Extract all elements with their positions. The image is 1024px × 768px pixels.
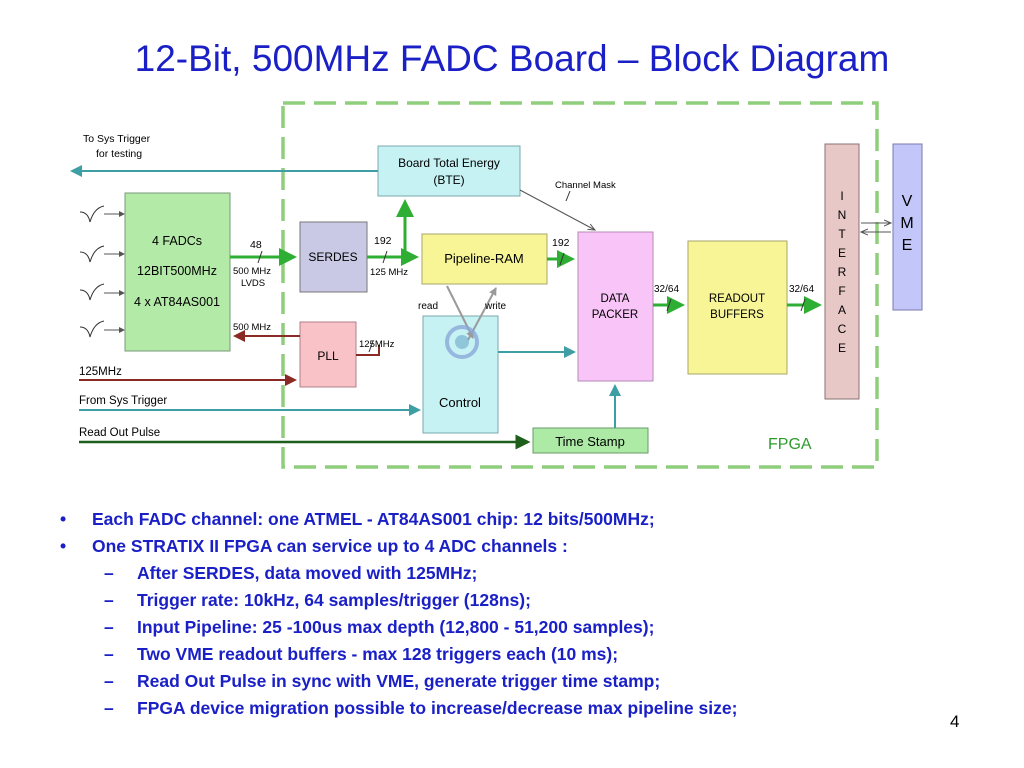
- svg-text:R: R: [838, 265, 847, 279]
- svg-text:F: F: [838, 284, 845, 298]
- svg-text:PACKER: PACKER: [592, 309, 638, 321]
- svg-text:PLL: PLL: [317, 349, 339, 363]
- svg-text:4 x AT84AS001: 4 x AT84AS001: [134, 295, 220, 309]
- sub-bullet-4: Two VME readout buffers - max 128 trigge…: [104, 641, 737, 668]
- svg-text:(BTE): (BTE): [433, 173, 464, 187]
- for-testing-label: for testing: [96, 148, 142, 160]
- block-diagram: FPGA 4 FADCs 12BIT500MHz 4 x AT84AS001 S…: [70, 101, 923, 469]
- vme-block: V M E: [892, 143, 923, 311]
- svg-text:Pipeline-RAM: Pipeline-RAM: [444, 251, 523, 266]
- interface-vme-link: [861, 223, 891, 232]
- sub-bullet-2: Trigger rate: 10kHz, 64 samples/trigger …: [104, 587, 737, 614]
- input-arrowheads: [119, 211, 125, 333]
- svg-text:V: V: [902, 193, 913, 210]
- to-sys-trigger-label: To Sys Trigger: [83, 133, 151, 145]
- svg-text:E: E: [902, 237, 913, 254]
- lvds-label-2: LVDS: [241, 278, 265, 289]
- data-packer-block: DATA PACKER: [577, 231, 654, 382]
- fadcs-block: 4 FADCs 12BIT500MHz 4 x AT84AS001: [124, 192, 231, 352]
- sub-bullet-1: After SERDES, data moved with 125MHz;: [104, 560, 737, 587]
- bus-48-label: 48: [250, 239, 262, 251]
- bus-3264-b-label: 32/64: [789, 284, 814, 295]
- svg-text:Time Stamp: Time Stamp: [555, 434, 625, 449]
- svg-text:E: E: [838, 246, 846, 260]
- from-sys-trigger-label: From Sys Trigger: [79, 395, 167, 407]
- svg-text:Control: Control: [439, 395, 481, 410]
- bullet-list: Each FADC channel: one ATMEL - AT84AS001…: [58, 506, 737, 722]
- page-number: 4: [950, 712, 960, 731]
- svg-text:I: I: [840, 189, 843, 203]
- bus-192-b-label: 192: [552, 237, 570, 249]
- interface-block: I N T E R F A C E: [824, 143, 860, 400]
- channel-mask-arrow: [519, 189, 595, 230]
- bullet-1: Each FADC channel: one ATMEL - AT84AS001…: [58, 506, 737, 533]
- fpga-label: FPGA: [768, 436, 812, 453]
- slide-title: 12-Bit, 500MHz FADC Board – Block Diagra…: [134, 38, 890, 79]
- lvds-label-1: 500 MHz: [233, 266, 271, 277]
- signal-inputs: [79, 205, 124, 338]
- svg-text:BUFFERS: BUFFERS: [710, 309, 764, 321]
- svg-text:E: E: [838, 341, 846, 355]
- readout-buffers-block: READOUT BUFFERS: [687, 240, 788, 375]
- svg-text:12BIT500MHz: 12BIT500MHz: [137, 264, 217, 278]
- svg-text:M: M: [900, 215, 913, 232]
- write-label: write: [484, 301, 507, 312]
- time-stamp-block: Time Stamp: [532, 427, 649, 454]
- svg-text:C: C: [838, 322, 847, 336]
- svg-text:SERDES: SERDES: [308, 250, 357, 264]
- fpga-boundary: [281, 101, 879, 469]
- pll-block: PLL: [299, 321, 357, 388]
- channel-mask-label: Channel Mask: [555, 180, 616, 191]
- read-out-pulse-label: Read Out Pulse: [79, 427, 160, 439]
- teal-arrows: [70, 165, 621, 428]
- bullet-2: One STRATIX II FPGA can service up to 4 …: [58, 533, 737, 560]
- bte-block: Board Total Energy (BTE): [377, 145, 521, 197]
- pipeline-ram-block: Pipeline-RAM: [421, 233, 548, 285]
- clk-125-a-label: 125 MHz: [370, 267, 408, 278]
- bus-192-a-label: 192: [374, 235, 392, 247]
- svg-text:4 FADCs: 4 FADCs: [152, 234, 202, 248]
- control-block: Control: [422, 315, 499, 434]
- svg-text:READOUT: READOUT: [709, 293, 765, 305]
- clk-500-label: 500 MHz: [233, 322, 271, 333]
- svg-text:N: N: [838, 208, 847, 222]
- read-label: read: [418, 301, 438, 312]
- svg-text:Board Total Energy: Board Total Energy: [398, 156, 500, 170]
- sub-bullet-6: FPGA device migration possible to increa…: [104, 695, 737, 722]
- cycle-icon: [445, 325, 479, 359]
- data-arrows: [230, 199, 822, 314]
- sub-bullet-3: Input Pipeline: 25 -100us max depth (12,…: [104, 614, 737, 641]
- svg-text:A: A: [838, 303, 846, 317]
- diagram-labels: To Sys Trigger for testing 48 500 MHz LV…: [79, 133, 814, 439]
- clock-arrows: [79, 330, 380, 386]
- svg-text:T: T: [838, 227, 846, 241]
- pll-125-label: 125MHz: [359, 339, 395, 350]
- svg-text:DATA: DATA: [601, 293, 630, 305]
- bus-ticks: [257, 190, 806, 353]
- serdes-block: SERDES: [299, 221, 368, 293]
- clk-125-in-label: 125MHz: [79, 366, 122, 378]
- bus-3264-a-label: 32/64: [654, 284, 679, 295]
- sub-bullet-5: Read Out Pulse in sync with VME, generat…: [104, 668, 737, 695]
